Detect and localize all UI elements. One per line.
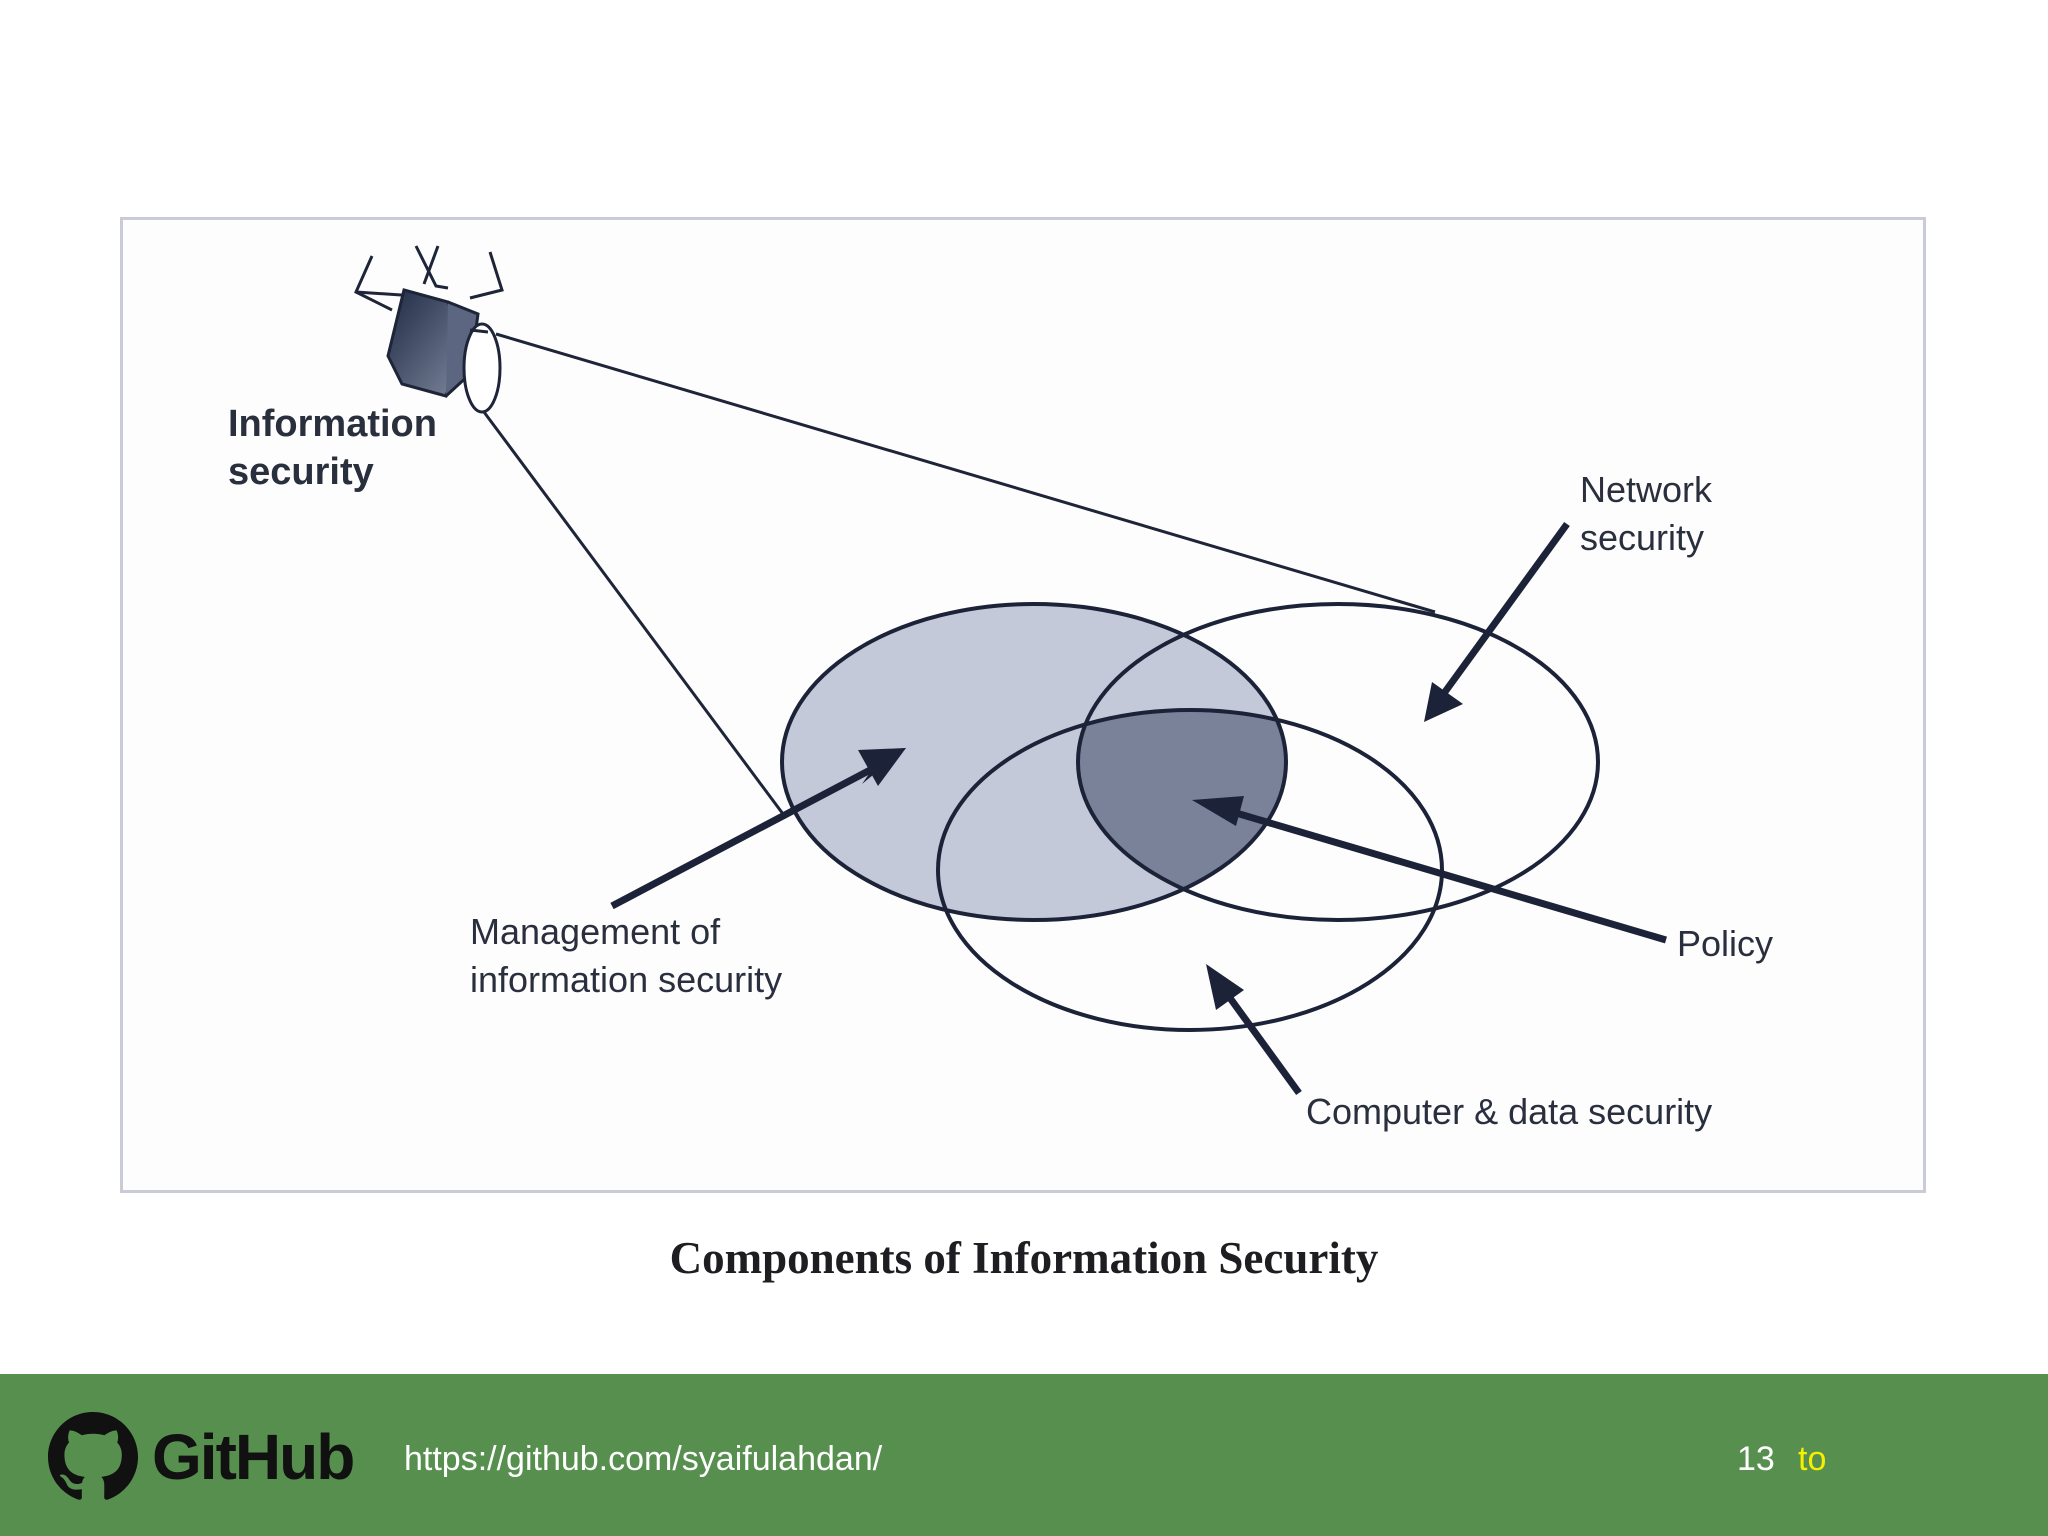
policy-region-fill xyxy=(1078,710,1286,920)
policy-label: Policy xyxy=(1677,923,1773,964)
management-arrow xyxy=(610,748,906,910)
figure-caption: Components of Information Security xyxy=(669,1233,1379,1283)
page-number-suffix: to xyxy=(1798,1440,1827,1478)
network-security-label: Network security xyxy=(1580,469,1722,558)
computer-data-security-label: Computer & data security xyxy=(1306,1091,1712,1132)
management-label: Management of information security xyxy=(470,911,782,1000)
page-number: 13 xyxy=(1737,1440,1775,1478)
projection-line-bottom xyxy=(476,403,788,819)
github-logo-text: GitHub xyxy=(152,1421,355,1493)
computer-ellipse xyxy=(936,708,1444,1032)
github-logo: GitHub xyxy=(48,1412,355,1502)
policy-arrow xyxy=(1192,796,1667,944)
network-arrow xyxy=(1424,521,1570,722)
footer-url-link[interactable]: https://github.com/syaifulahdan/ xyxy=(404,1440,883,1478)
footer-bar: GitHub https://github.com/syaifulahdan/ … xyxy=(0,1374,2048,1536)
information-security-diagram: Information security Network security Ma… xyxy=(228,245,1773,1132)
camera-icon xyxy=(354,245,504,414)
projection-line-top xyxy=(495,332,1436,614)
computer-arrow xyxy=(1206,964,1302,1096)
management-ellipse xyxy=(780,602,1288,922)
network-ellipse xyxy=(1076,602,1600,922)
information-security-label: Information security xyxy=(228,403,448,493)
github-octocat-icon xyxy=(48,1412,138,1500)
